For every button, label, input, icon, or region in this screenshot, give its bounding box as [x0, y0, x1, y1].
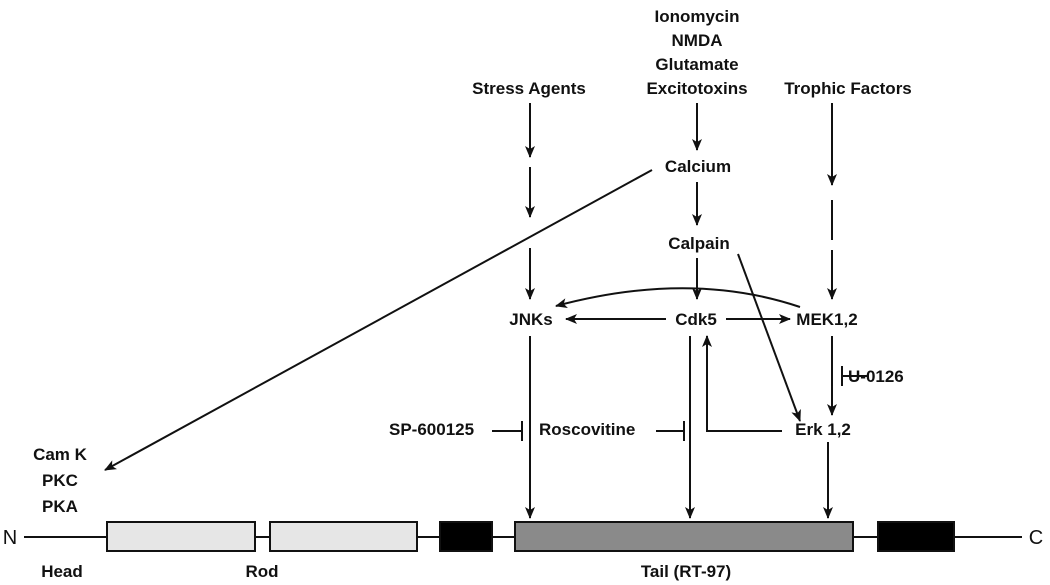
arrow-calcium-to-kinases — [104, 169, 653, 471]
label-glutamate: Glutamate — [655, 55, 738, 74]
label-trophic-factors: Trophic Factors — [784, 79, 912, 98]
node-calpain: Calpain — [668, 234, 729, 253]
label-n-terminus: N — [3, 527, 17, 549]
node-calcium: Calcium — [665, 157, 731, 176]
node-jnks: JNKs — [509, 310, 552, 329]
label-ionomycin: Ionomycin — [654, 7, 739, 26]
arrow-mek-to-jnks-curve — [555, 287, 801, 308]
label-rod: Rod — [245, 562, 278, 581]
inhibition-roscovitine — [656, 421, 685, 441]
inhibitor-u0126: U-0126 — [848, 367, 904, 386]
domain-black-block-2 — [877, 521, 955, 552]
kinase-camk: Cam K — [33, 445, 88, 464]
label-c-terminus: C — [1029, 527, 1043, 549]
domain-rod-segment-2 — [269, 521, 418, 552]
node-cdk5: Cdk5 — [675, 310, 717, 329]
label-nmda: NMDA — [672, 31, 723, 50]
label-stress-agents: Stress Agents — [472, 79, 586, 98]
label-excitotoxins: Excitotoxins — [646, 79, 747, 98]
domain-tail — [514, 521, 854, 552]
arrow-erk-to-cdk5 — [702, 335, 782, 432]
inhibitor-sp600125: SP-600125 — [389, 420, 474, 439]
kinase-pkc: PKC — [42, 471, 78, 490]
node-mek: MEK1,2 — [796, 310, 857, 329]
domain-rod-segment-1 — [106, 521, 256, 552]
kinase-pka: PKA — [42, 497, 78, 516]
label-tail: Tail (RT-97) — [641, 562, 731, 581]
domain-black-block-1 — [439, 521, 493, 552]
label-head: Head — [41, 562, 83, 581]
arrow-calpain-to-erk — [737, 253, 801, 422]
inhibition-u0126 — [841, 366, 868, 386]
inhibition-sp600125 — [492, 421, 523, 441]
inhibitor-roscovitine: Roscovitine — [539, 420, 635, 439]
node-erk: Erk 1,2 — [795, 420, 851, 439]
